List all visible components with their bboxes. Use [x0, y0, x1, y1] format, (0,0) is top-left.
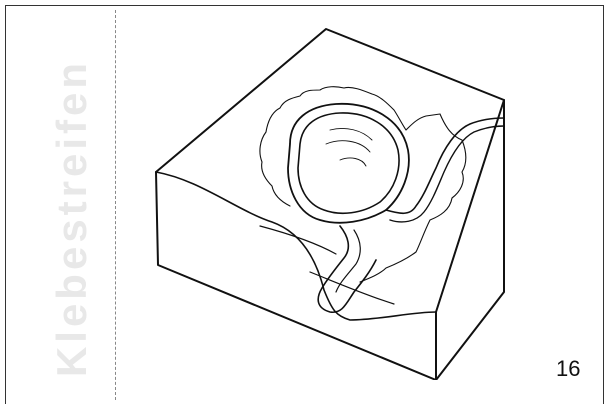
river-channel: [386, 118, 504, 213]
block-front-right-face: [436, 100, 504, 380]
lake-outer-shore: [288, 104, 409, 223]
fold-line: [115, 10, 116, 400]
page-number: 16: [556, 356, 580, 382]
water-texture: [326, 128, 372, 166]
terrain-front-profile: [156, 172, 436, 320]
adhesive-strip-area: Klebestreifen: [6, 8, 114, 403]
block-top-edge: [156, 29, 504, 312]
lower-meander: [318, 226, 376, 312]
lake-inner-shore: [298, 113, 399, 213]
block-diagram-illustration: [140, 20, 520, 380]
block-front-left-face: [156, 172, 436, 380]
adhesive-strip-label: Klebestreifen: [48, 59, 96, 377]
